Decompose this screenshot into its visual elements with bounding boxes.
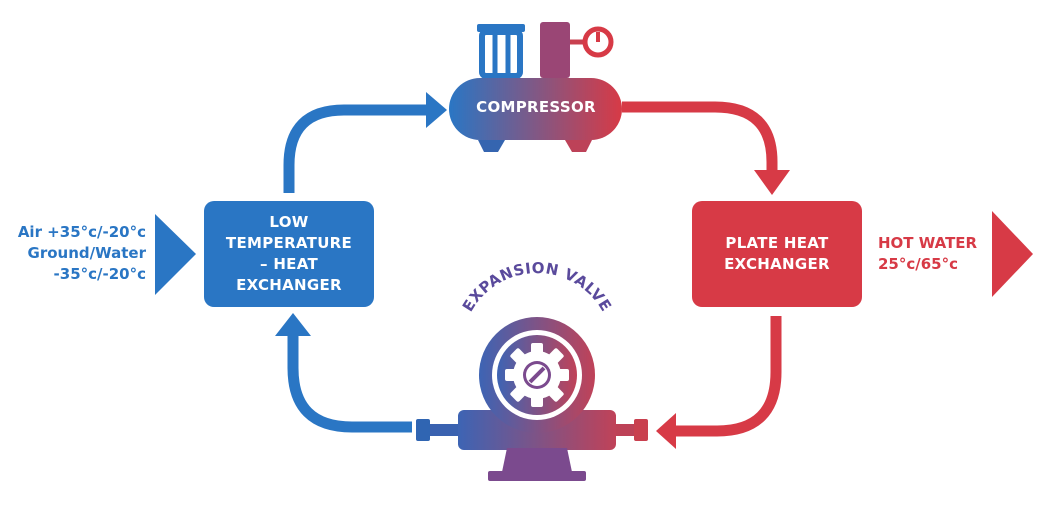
- input-line-1: Air +35°c/-20°c: [17, 223, 146, 241]
- output-line-2: 25°c/65°c: [878, 255, 959, 273]
- low-exchanger-line-4: EXCHANGER: [236, 276, 342, 294]
- flow-arrow-to-expansion-valve: [674, 316, 782, 437]
- flow-arrowhead-to-low-exchanger: [275, 313, 311, 336]
- low-exchanger-line-3: – HEAT: [260, 255, 318, 273]
- output-arrow: [992, 211, 1033, 297]
- low-temperature-heat-exchanger: LOW TEMPERATURE – HEAT EXCHANGER: [204, 201, 374, 307]
- input-arrow: [155, 214, 196, 295]
- output-text: HOT WATER 25°c/65°c: [878, 233, 998, 275]
- low-exchanger-line-2: TEMPERATURE: [225, 234, 353, 252]
- plate-heat-exchanger: PLATE HEAT EXCHANGER: [692, 201, 862, 307]
- flow-arrowhead-to-expansion-valve: [656, 413, 676, 449]
- compressor-icon: [449, 22, 622, 152]
- flow-arrowhead-to-compressor: [426, 92, 447, 128]
- input-line-3: -35°c/-20°c: [53, 265, 146, 283]
- compressor-label: COMPRESSOR: [476, 98, 596, 116]
- expansion-valve-icon: EXPANSION VALVE: [416, 259, 648, 481]
- plate-exchanger-line-1: PLATE HEAT: [725, 234, 829, 252]
- gauge-icon: [582, 26, 614, 58]
- gear-icon: [505, 343, 569, 407]
- flow-arrow-to-low-exchanger: [287, 336, 412, 433]
- output-line-1: HOT WATER: [878, 234, 978, 252]
- flow-arrowhead-to-plate-exchanger: [754, 170, 790, 195]
- expansion-valve-label: EXPANSION VALVE: [459, 259, 615, 315]
- compressor-motor: [540, 22, 570, 78]
- compressor-tank: [449, 78, 622, 140]
- plate-exchanger-line-2: EXCHANGER: [724, 255, 830, 273]
- flow-arrow-to-plate-exchanger: [622, 101, 778, 172]
- compressor-radiator: [477, 24, 525, 79]
- input-source-text: Air +35°c/-20°c Ground/Water -35°c/-20°c: [6, 222, 146, 285]
- flow-arrow-to-compressor: [283, 104, 428, 193]
- low-exchanger-line-1: LOW: [269, 213, 309, 231]
- input-line-2: Ground/Water: [27, 244, 146, 262]
